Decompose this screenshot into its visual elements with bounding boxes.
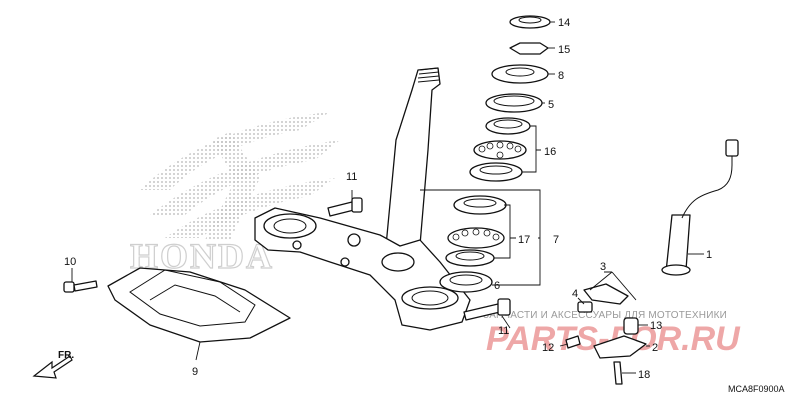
callout-2: 2 xyxy=(652,342,658,354)
part-5-dust-seal xyxy=(485,93,543,113)
leader-lines xyxy=(71,21,704,374)
callout-10: 10 xyxy=(64,256,76,268)
part-2-bracket xyxy=(593,335,647,359)
callout-11-upper: 11 xyxy=(346,171,357,183)
callout-6: 6 xyxy=(494,280,500,292)
bolt-12 xyxy=(565,335,581,349)
callout-8: 8 xyxy=(558,70,564,82)
front-direction-label: FR. xyxy=(58,350,74,361)
part-4-collar xyxy=(577,301,593,313)
callout-14: 14 xyxy=(558,17,570,29)
steering-stem-assembly xyxy=(254,67,471,331)
part-3-plate xyxy=(583,283,629,305)
bolt-11-lower xyxy=(463,298,511,321)
part-9-bracket xyxy=(107,267,291,343)
clamp-parts xyxy=(565,283,647,385)
part-15-lock-washer xyxy=(509,42,549,55)
callout-3: 3 xyxy=(600,261,606,273)
callout-12: 12 xyxy=(542,342,554,354)
part-1-sensor xyxy=(661,139,739,276)
callout-11-lower: 11 xyxy=(498,325,509,337)
callout-1: 1 xyxy=(706,249,712,261)
callout-15: 15 xyxy=(558,44,570,56)
drawing-code: MCA8F0900A xyxy=(728,384,785,394)
bolt-10 xyxy=(63,280,98,293)
callout-18: 18 xyxy=(638,369,650,381)
callout-labels: 14 15 8 5 16 11 17 7 6 1 10 3 4 11 13 12… xyxy=(64,17,712,381)
front-direction-arrow-icon: FR. xyxy=(32,350,74,379)
bolt-18 xyxy=(613,361,623,385)
callout-7: 7 xyxy=(553,234,559,246)
callout-5: 5 xyxy=(548,99,554,111)
callout-13: 13 xyxy=(650,320,662,332)
bolt-11-upper xyxy=(327,197,363,217)
watermark-caption: ЗАПЧАСТИ И АКСЕССУАРЫ ДЛЯ МОТОТЕХНИКИ xyxy=(483,310,727,321)
callout-4: 4 xyxy=(572,288,578,300)
lower-bearing-stack xyxy=(439,195,507,293)
callout-16: 16 xyxy=(544,146,556,158)
part-13-collar xyxy=(623,317,639,335)
part-14-locknut xyxy=(509,15,551,29)
callout-17: 17 xyxy=(518,234,530,246)
upper-bearing-stack xyxy=(469,15,551,182)
callout-9: 9 xyxy=(192,366,198,378)
